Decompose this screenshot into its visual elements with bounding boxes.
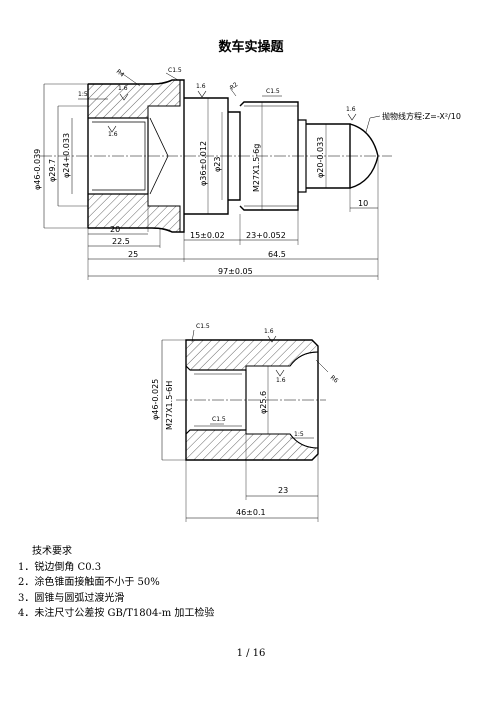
length-label: 22.5: [112, 237, 130, 246]
taper-label: 1:5: [294, 431, 304, 438]
length-label: 20: [110, 225, 120, 234]
radius-label: R4: [115, 68, 126, 79]
technical-requirements: 技术要求 1．锐边倒角 C0.3 2．涂色锥面接触面不小于 50% 3．圆锥与圆…: [18, 544, 214, 622]
length-label: 10: [358, 199, 368, 208]
diameter-label: φ36±0.012: [199, 141, 208, 186]
roughness-label: 1.6: [276, 377, 286, 384]
length-label: 46±0.1: [236, 508, 266, 517]
page-number: 1 / 16: [236, 648, 266, 659]
thread-label: M27X1.5-6g: [252, 144, 261, 192]
requirement-item: 2．涂色锥面接触面不小于 50%: [18, 577, 160, 588]
length-label: 25: [128, 250, 138, 259]
roughness-label: 1.6: [196, 83, 206, 90]
diameter-label: φ46-0.025: [151, 379, 160, 420]
diameter-label: φ29.7: [48, 159, 57, 182]
radius-label: R6: [329, 374, 340, 385]
length-label: 64.5: [268, 250, 286, 259]
chamfer-label: C1.5: [168, 67, 182, 74]
diameter-label: φ46-0.039: [33, 149, 42, 190]
sleeve-dimensions: C1.5 1.6 1.6 φ46-0.025 M27X1.5-6H φ25.6 …: [151, 323, 339, 517]
taper-label: 1:5: [78, 91, 88, 98]
length-label: 23+0.052: [246, 231, 286, 240]
length-label: 15±0.02: [190, 231, 225, 240]
roughness-label: 1.6: [346, 106, 356, 113]
chamfer-label: C1.5: [266, 88, 280, 95]
section-hatch-lower: [87, 193, 181, 233]
diameter-label: φ25.6: [259, 391, 268, 414]
shaft-dimensions: 1:5 1.6 1.6 1.6 1.6 R4 C1.5 R2 C1.5 φ46-…: [33, 67, 461, 276]
diameter-label: φ24+0.033: [62, 133, 71, 178]
chamfer-label: C1.5: [212, 416, 226, 423]
roughness-label: 1.6: [264, 328, 274, 335]
shaft-drawing: [40, 71, 392, 280]
thread-label: M27X1.5-6H: [165, 381, 174, 430]
requirement-item: 3．圆锥与圆弧过渡光滑: [18, 592, 125, 604]
roughness-label: 1.6: [118, 85, 128, 92]
requirement-item: 4．未注尺寸公差按 GB/T1804-m 加工检验: [18, 608, 215, 619]
requirements-heading: 技术要求: [32, 546, 72, 557]
chamfer-label: C1.5: [196, 323, 210, 330]
page-title: 数车实操题: [218, 40, 284, 55]
diameter-label: φ23: [213, 157, 222, 172]
length-label: 23: [278, 486, 288, 495]
sleeve-drawing: [161, 329, 329, 522]
radius-label: R2: [229, 81, 240, 92]
engineering-drawings: 1:5 1.6 1.6 1.6 1.6 R4 C1.5 R2 C1.5 φ46-…: [33, 67, 461, 522]
roughness-label: 1.6: [108, 131, 118, 138]
parabola-note: 抛物线方程:Z=-X²/10: [382, 111, 461, 121]
length-label: 97±0.05: [218, 267, 253, 276]
diameter-label: φ20-0.033: [316, 137, 325, 178]
requirement-item: 1．锐边倒角 C0.3: [18, 561, 102, 573]
